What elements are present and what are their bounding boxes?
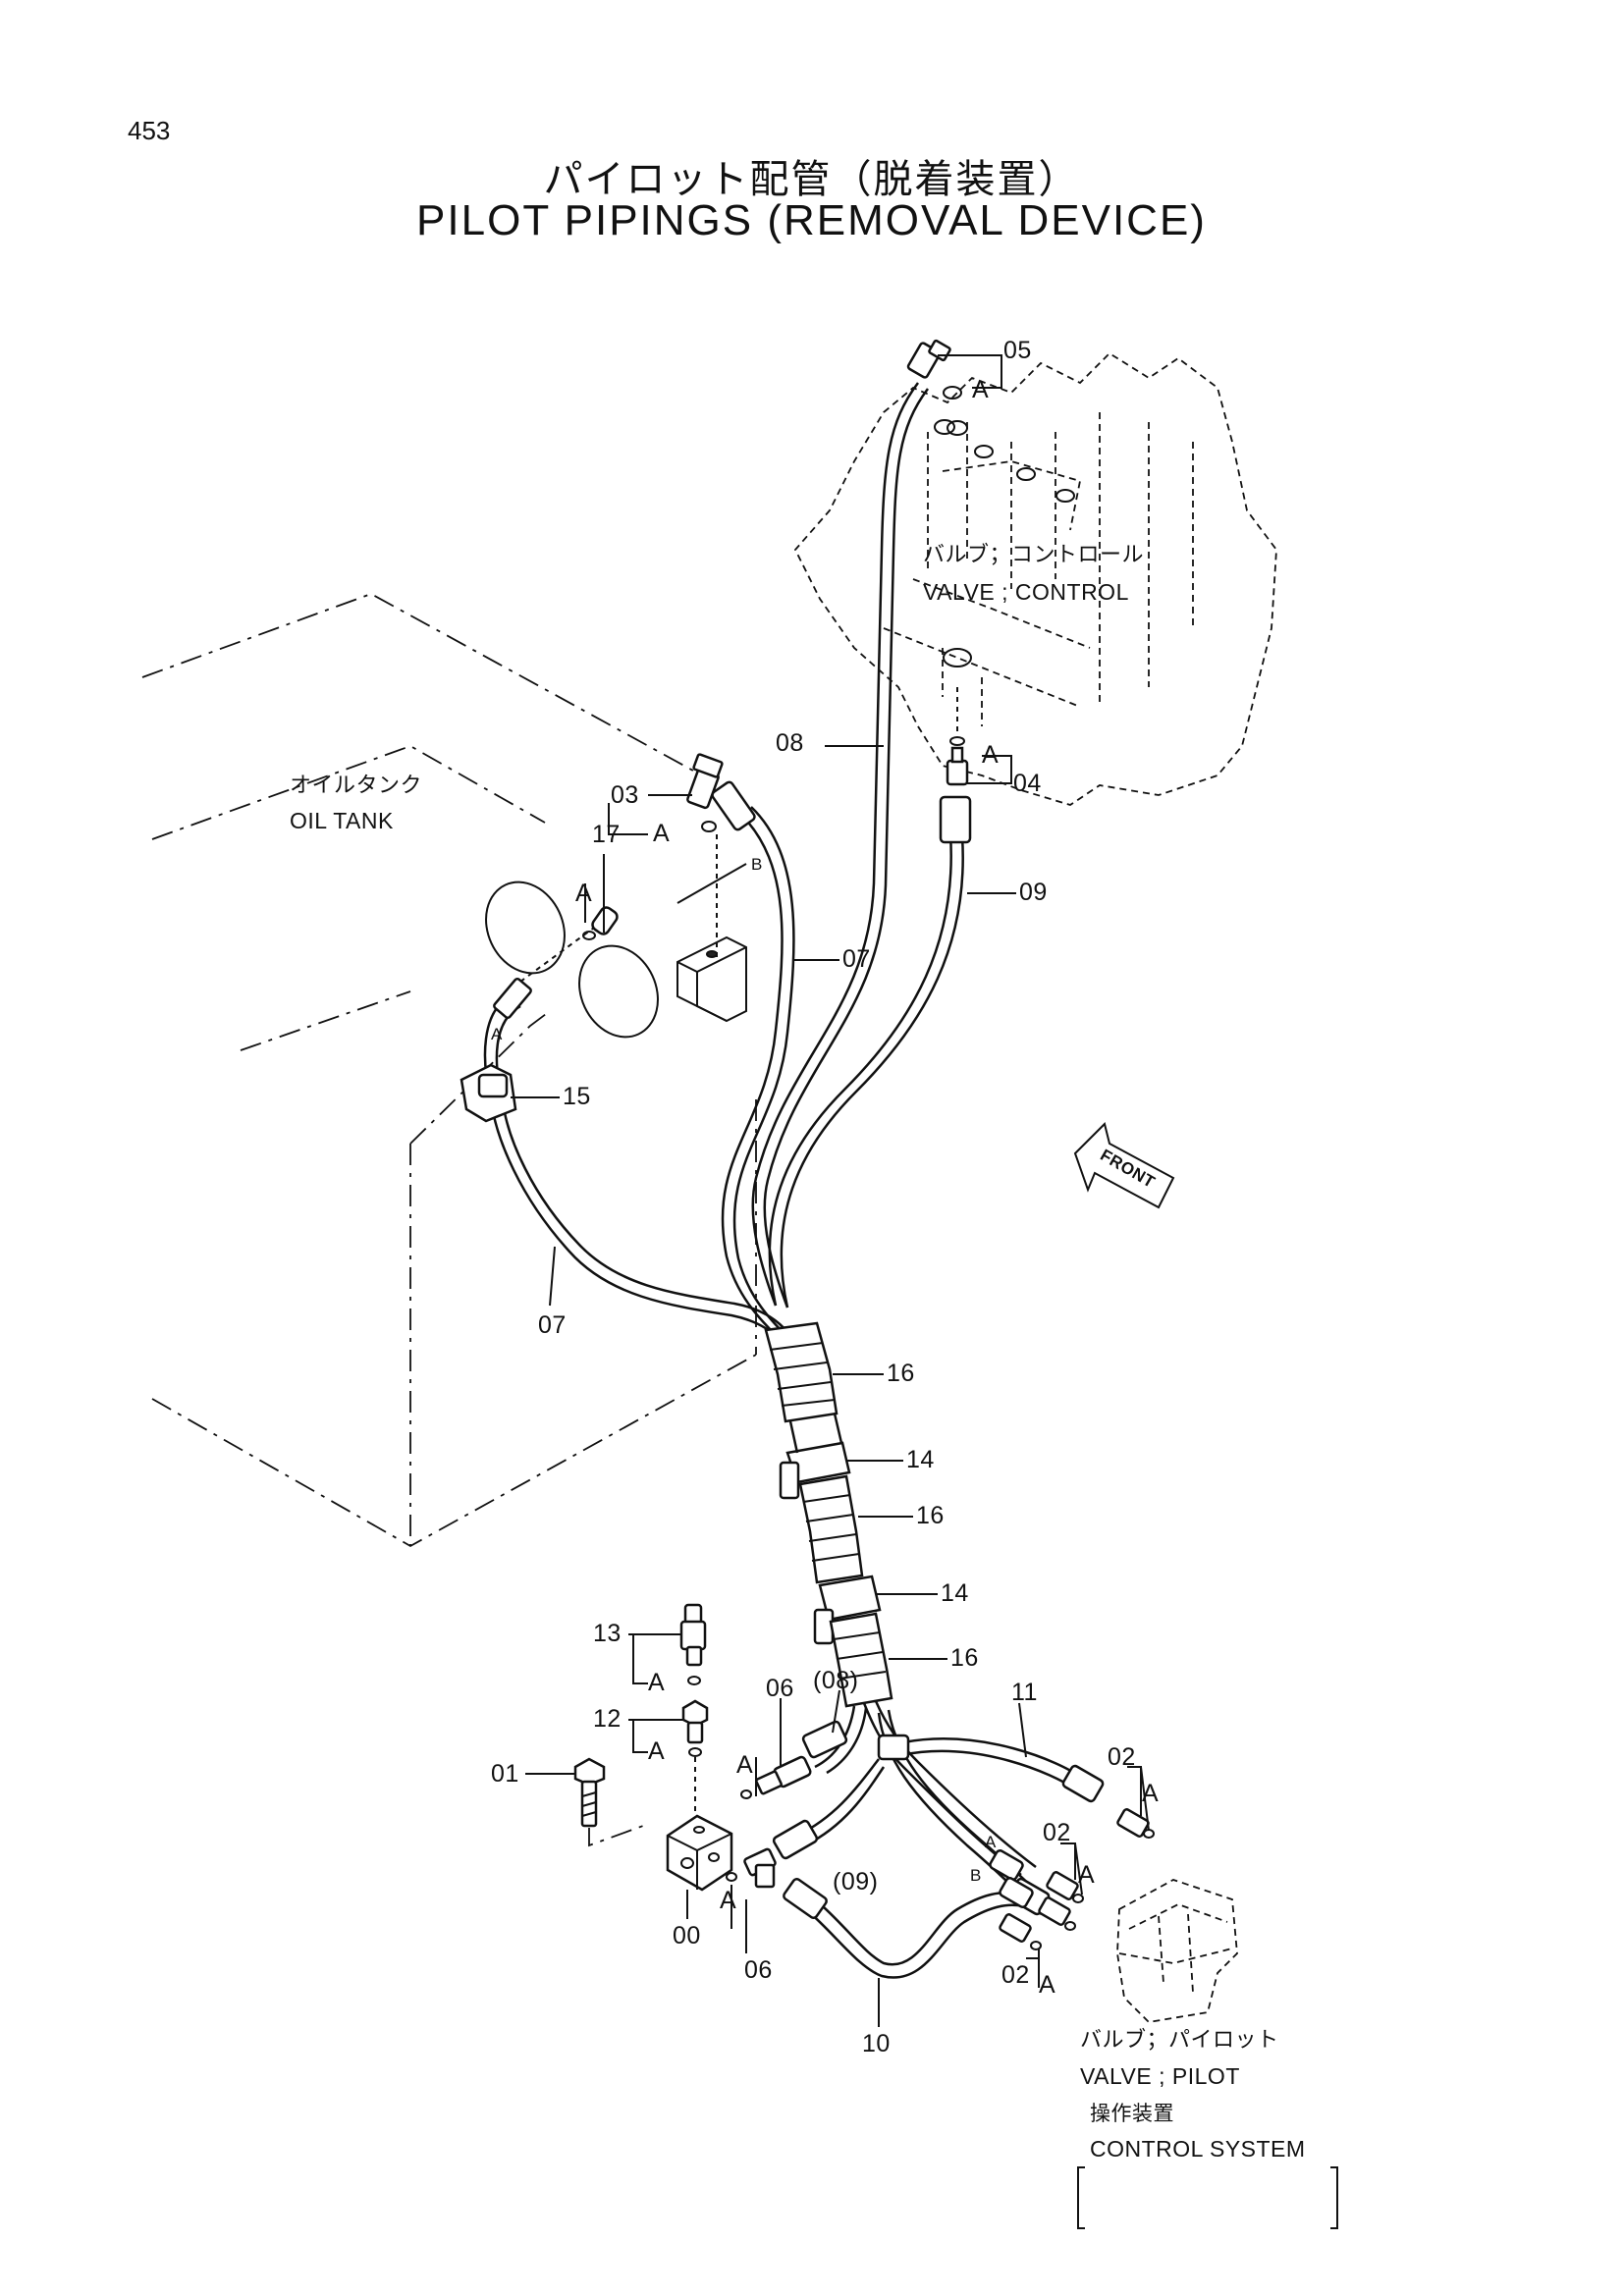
marker-a-02-middle: A	[1078, 1861, 1096, 1889]
marker-a-17: A	[575, 880, 593, 907]
marker-a-06-upper: A	[736, 1751, 754, 1779]
fittings-a-b-ends	[989, 1849, 1034, 1908]
adapter-block	[676, 935, 747, 1023]
oil-tank-label-jp: オイルタンク	[290, 774, 423, 798]
oil-tank-outline	[141, 593, 757, 1548]
elbow-fitting-03	[676, 753, 747, 957]
fitting-02-top	[1116, 1808, 1155, 1839]
clamp-14-upper	[779, 1413, 851, 1500]
marker-a-pilot: A	[985, 1833, 997, 1851]
fitting-02-bottom	[999, 1913, 1042, 1950]
callout-02-top: 02	[1108, 1743, 1136, 1771]
callout-06-upper: 06	[766, 1675, 794, 1702]
control-valve-label: VALVE ; CONTROL	[923, 579, 1129, 605]
callout-15: 15	[563, 1083, 591, 1110]
adapter-12	[681, 1699, 709, 1811]
hose-08-lower-fitting	[801, 1720, 848, 1759]
callout-02-bottom: 02	[1001, 1961, 1030, 1989]
fitting-06-lower	[726, 1847, 777, 1889]
callout-06-lower: 06	[744, 1956, 773, 1984]
fitting-02-middle	[1038, 1871, 1084, 1931]
pilot-valve-outline	[1116, 1879, 1238, 2023]
marker-a-15: A	[491, 1025, 503, 1043]
callout-14-upper: 14	[906, 1446, 935, 1473]
hose-08	[751, 382, 930, 1308]
protector-16-lower	[829, 1612, 893, 1708]
callout-13: 13	[593, 1620, 622, 1647]
callout-05: 05	[1003, 337, 1032, 364]
callout-12: 12	[593, 1705, 622, 1733]
page-title-japanese: パイロット配管（脱着装置）	[543, 157, 1080, 202]
page-title: PILOT PIPINGS (REMOVAL DEVICE)	[416, 196, 1207, 244]
marker-a-02-bottom: A	[1039, 1971, 1056, 1999]
page-number: 453	[128, 116, 171, 145]
callout-16-middle: 16	[916, 1502, 945, 1529]
marker-a-06-lower: A	[720, 1887, 737, 1914]
oil-tank-label: OIL TANK	[290, 808, 394, 833]
fitting-04	[946, 687, 969, 786]
marker-a-04: A	[982, 741, 1000, 769]
protector-16-upper	[764, 1321, 839, 1423]
front-direction-arrow	[1073, 1122, 1175, 1209]
callout-03: 03	[611, 781, 639, 809]
callout-01: 01	[491, 1760, 519, 1788]
control-valve-outline	[793, 351, 1277, 806]
clamp-14-lower	[813, 1575, 882, 1645]
elbow-fitting-05	[906, 339, 968, 436]
control-system-label: CONTROL SYSTEM	[1090, 2136, 1306, 2162]
marker-b-07: B	[751, 855, 763, 874]
callout-16-lower: 16	[950, 1644, 979, 1672]
marker-a-05: A	[972, 376, 990, 403]
control-valve-label-jp: バルブ；コントロール	[923, 543, 1145, 567]
callout-02-middle: 02	[1043, 1819, 1071, 1846]
leader-lines	[511, 354, 1338, 2229]
clamp-15	[460, 1063, 517, 1123]
callout-16-upper: 16	[887, 1360, 915, 1387]
callout-07-right: 07	[842, 945, 871, 973]
hose-09-lower	[772, 1758, 886, 1860]
callout-08-reference: (08)	[813, 1667, 859, 1694]
hose-09	[768, 795, 972, 1308]
callout-14-lower: 14	[941, 1579, 969, 1607]
hose-11	[877, 1734, 1105, 1803]
fitting-06-upper	[740, 1755, 812, 1799]
callout-09: 09	[1019, 879, 1048, 906]
callout-09-reference: (09)	[833, 1868, 879, 1896]
callout-00: 00	[673, 1922, 701, 1949]
block-00	[666, 1814, 733, 1892]
marker-a-03: A	[653, 820, 671, 847]
callout-08: 08	[776, 729, 804, 757]
callout-07-left: 07	[538, 1311, 567, 1339]
marker-b-pilot: B	[970, 1866, 982, 1885]
hose-07-right	[711, 780, 795, 1338]
pilot-valve-label: VALVE ; PILOT	[1080, 2063, 1240, 2089]
hose-07-left	[483, 977, 788, 1341]
callout-11: 11	[1011, 1679, 1038, 1706]
callout-04: 04	[1013, 770, 1042, 797]
marker-a-02-top: A	[1142, 1780, 1160, 1807]
plug-17	[582, 906, 619, 940]
bolt-01	[573, 1757, 644, 1847]
callout-17: 17	[592, 821, 621, 848]
check-valve-13	[679, 1603, 707, 1685]
pilot-valve-label-jp: バルブ；パイロット	[1080, 2028, 1279, 2053]
callout-10: 10	[862, 2030, 891, 2057]
breather-caps	[485, 881, 659, 1039]
control-system-label-jp: 操作装置	[1090, 2102, 1174, 2125]
marker-a-13: A	[648, 1669, 666, 1696]
protector-16-middle	[798, 1474, 864, 1584]
marker-a-12: A	[648, 1737, 666, 1765]
